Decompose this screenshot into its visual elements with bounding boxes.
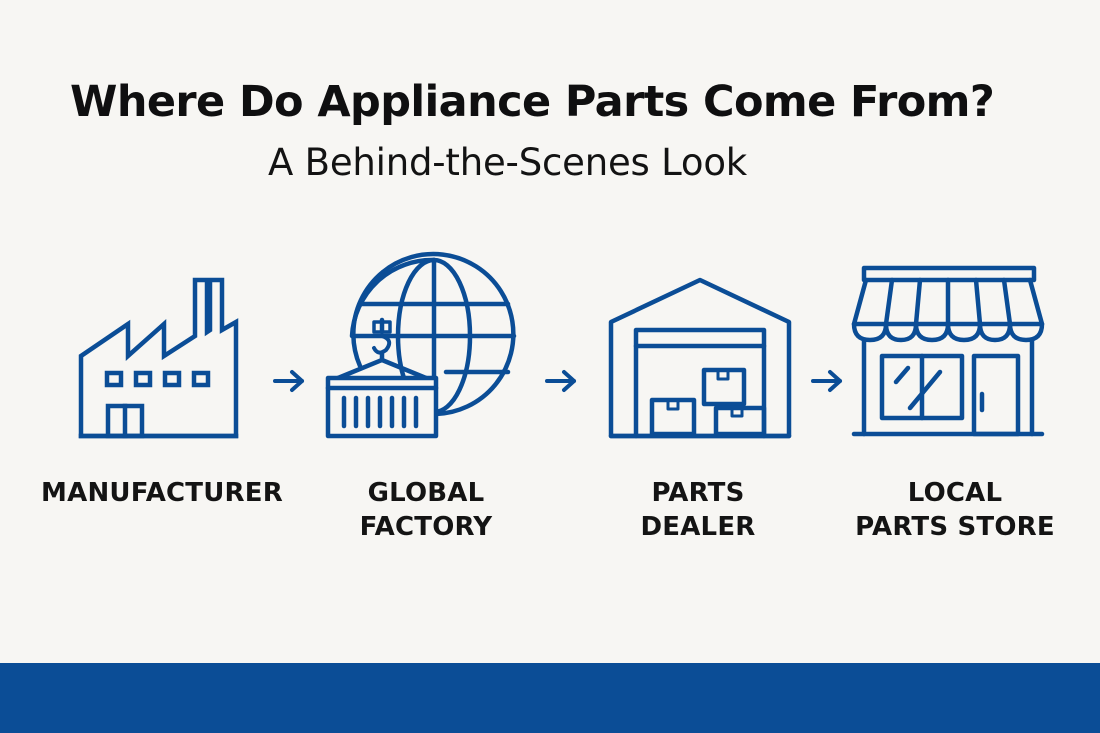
- storefront-icon: [850, 264, 1046, 440]
- supply-chain-flow: MANUFACTURER GLOBAL FACTORY PARTS DEALER…: [24, 251, 1080, 544]
- arrow-right-icon: [272, 369, 306, 397]
- step-label-global-factory: GLOBAL FACTORY: [316, 476, 536, 544]
- step-label-local-parts-store: LOCAL PARTS STORE: [830, 476, 1080, 544]
- step-label-manufacturer: MANUFACTURER: [24, 476, 300, 510]
- step-label-line: PARTS: [651, 478, 745, 508]
- step-label-line: LOCAL: [907, 478, 1003, 508]
- step-label-line: DEALER: [640, 512, 756, 542]
- factory-icon: [78, 272, 240, 440]
- step-label-line: PARTS STORE: [855, 512, 1055, 542]
- globe-container-icon: [322, 251, 518, 442]
- footer-band: [0, 663, 1100, 733]
- arrow-right-icon: [810, 369, 844, 397]
- step-label-line: FACTORY: [359, 512, 493, 542]
- warehouse-icon: [608, 276, 792, 440]
- step-label-line: GLOBAL: [367, 478, 485, 508]
- step-label-parts-dealer: PARTS DEALER: [590, 476, 806, 544]
- page-title: Where Do Appliance Parts Come From?: [70, 77, 995, 127]
- step-label-line: MANUFACTURER: [41, 478, 283, 508]
- arrow-right-icon: [544, 369, 578, 397]
- page-subtitle: A Behind-the-Scenes Look: [268, 141, 748, 184]
